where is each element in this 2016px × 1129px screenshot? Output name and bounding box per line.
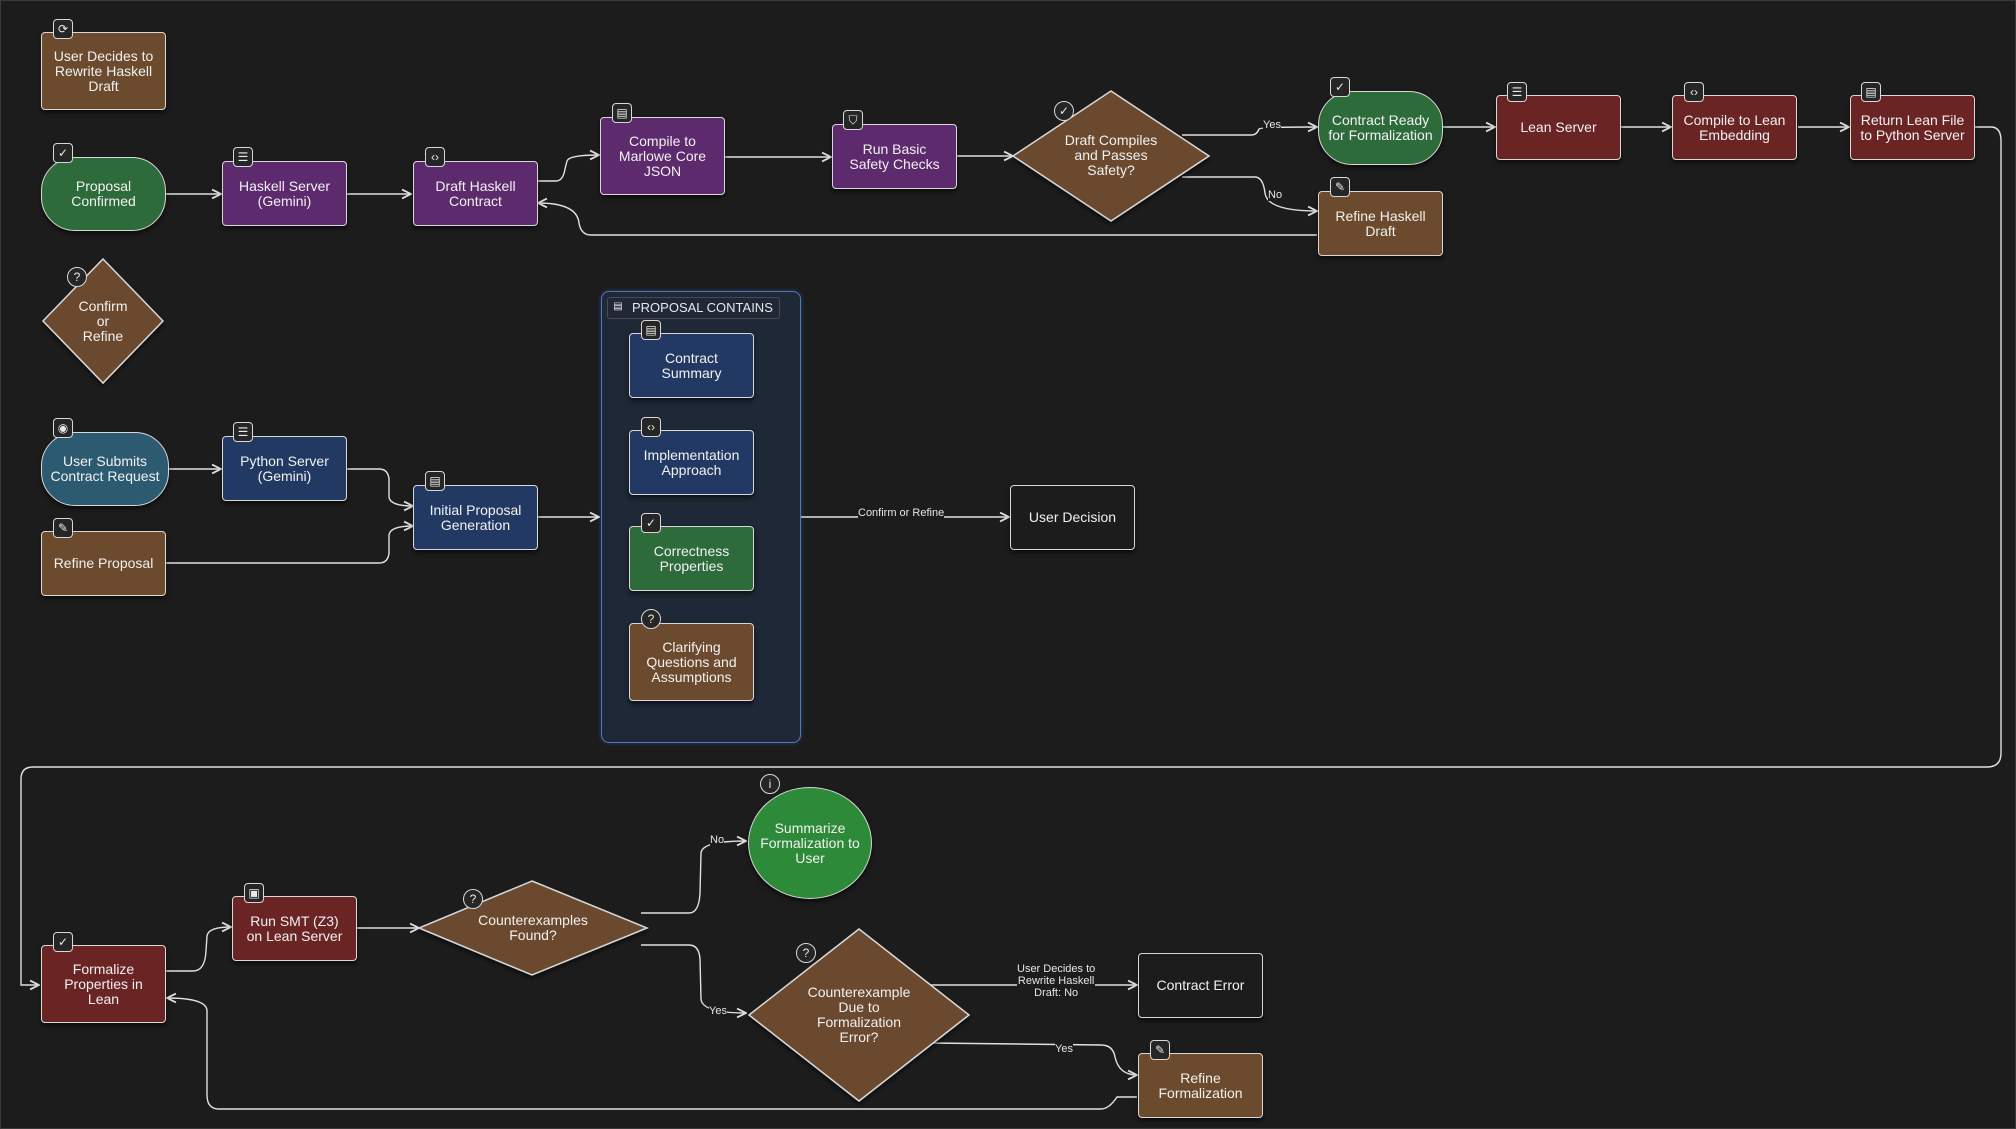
edge-label-yes-ce: Yes [709,1005,727,1017]
node-summarize[interactable]: Summarize Formalization to User [748,787,872,899]
edge-refine-initial [165,526,413,564]
edge-refine-formalize [167,998,1137,1110]
node-user-submits[interactable]: User Submits Contract Request [41,432,169,506]
edit-icon: ✎ [53,518,73,538]
diamond-ce-error-label[interactable]: Counterexample Due to Formalization Erro… [807,984,911,1045]
server-icon: ☰ [1507,82,1527,102]
document-icon: ▤ [613,301,623,312]
group-item-clarifying[interactable]: Clarifying Questions and Assumptions [629,623,754,701]
info-icon: i [760,774,780,794]
shield-icon: ⛉ [843,110,863,130]
edge-diamond-ready [1182,127,1317,136]
edge-label-confirm-or-refine: Confirm or Refine [858,507,945,519]
edge-refine-draft [538,203,1317,236]
node-formalize[interactable]: Formalize Properties in Lean [41,945,166,1023]
node-user-decision[interactable]: User Decision [1010,485,1135,550]
question-icon: ? [796,943,816,963]
check-icon: ✓ [53,143,73,163]
edge-label-no-refine: No [1268,189,1283,201]
node-return-lean[interactable]: Return Lean File to Python Server [1850,95,1975,160]
node-compile-marlowe[interactable]: Compile to Marlowe Core JSON [600,117,725,195]
edge-return-formalize [20,126,2002,985]
diamond-draft-compiles-label[interactable]: Draft Compiles and Passes Safety? [1064,131,1158,178]
node-refine-haskell[interactable]: Refine Haskell Draft [1318,191,1443,256]
node-safety-checks[interactable]: Run Basic Safety Checks [832,124,957,189]
edge-ce-error [641,944,746,1013]
node-python-server[interactable]: Python Server (Gemini) [222,436,347,501]
question-icon: ? [67,267,87,287]
group-item-approach[interactable]: Implementation Approach [629,430,754,495]
edge-draft-compile [538,155,599,182]
node-user-rewrite[interactable]: User Decides to Rewrite Haskell Draft [41,32,166,110]
question-icon: ? [641,609,661,629]
code-icon: ‹› [425,147,445,167]
group-item-correctness[interactable]: Correctness Properties [629,526,754,591]
check-circle-icon: ✓ [1054,101,1074,121]
node-proposal-confirmed[interactable]: Proposal Confirmed [41,157,166,231]
server-icon: ☰ [233,422,253,442]
file-icon: ▤ [641,320,661,340]
edge-label-rewrite-no: User Decides to Rewrite Haskell Draft: N… [1017,963,1096,999]
diamond-counterexamples-label[interactable]: Counterexamples Found? [478,912,588,943]
node-lean-server[interactable]: Lean Server [1496,95,1621,160]
node-contract-ready[interactable]: Contract Ready for Formalization [1318,91,1443,165]
edit-icon: ✎ [1330,177,1350,197]
file-icon: ▤ [1861,82,1881,102]
group-item-summary[interactable]: Contract Summary [629,333,754,398]
server-icon: ☰ [233,147,253,167]
check-square-icon: ✓ [53,932,73,952]
edit-icon: ✎ [1150,1040,1170,1060]
node-initial-proposal[interactable]: Initial Proposal Generation [413,485,538,550]
edge-label-yes-ready: Yes [1263,119,1281,131]
edge-formalize-smt [165,927,231,972]
node-refine-formalization[interactable]: Refine Formalization [1138,1053,1263,1118]
edge-ce-summarize [641,841,746,914]
edge-python-initial [347,468,413,506]
file-icon: ▤ [425,471,445,491]
code-icon: ‹› [641,417,661,437]
node-refine-proposal[interactable]: Refine Proposal [41,531,166,596]
group-title: PROPOSAL CONTAINS [607,297,780,319]
edge-error-refine [930,1042,1137,1075]
node-contract-error[interactable]: Contract Error [1138,953,1263,1018]
code-icon: ‹› [1684,82,1704,102]
user-icon: ◉ [53,418,73,438]
file-icon: ▤ [612,103,632,123]
edge-label-yes-refine-form: Yes [1055,1043,1073,1055]
node-compile-lean[interactable]: Compile to Lean Embedding [1672,95,1797,160]
edge-diamond-refine [1182,176,1317,211]
check-square-icon: ✓ [641,513,661,533]
question-icon: ? [463,889,483,909]
node-draft-haskell[interactable]: Draft Haskell Contract [413,161,538,226]
cpu-icon: ▣ [244,883,264,903]
edge-label-no-summarize: No [710,834,725,846]
diamond-confirm-refine-label[interactable]: Confirm or Refine [78,297,128,344]
node-run-smt[interactable]: Run SMT (Z3) on Lean Server [232,896,357,961]
check-icon: ✓ [1330,77,1350,97]
node-haskell-server[interactable]: Haskell Server (Gemini) [222,161,347,226]
repeat-icon: ⟳ [53,19,73,39]
